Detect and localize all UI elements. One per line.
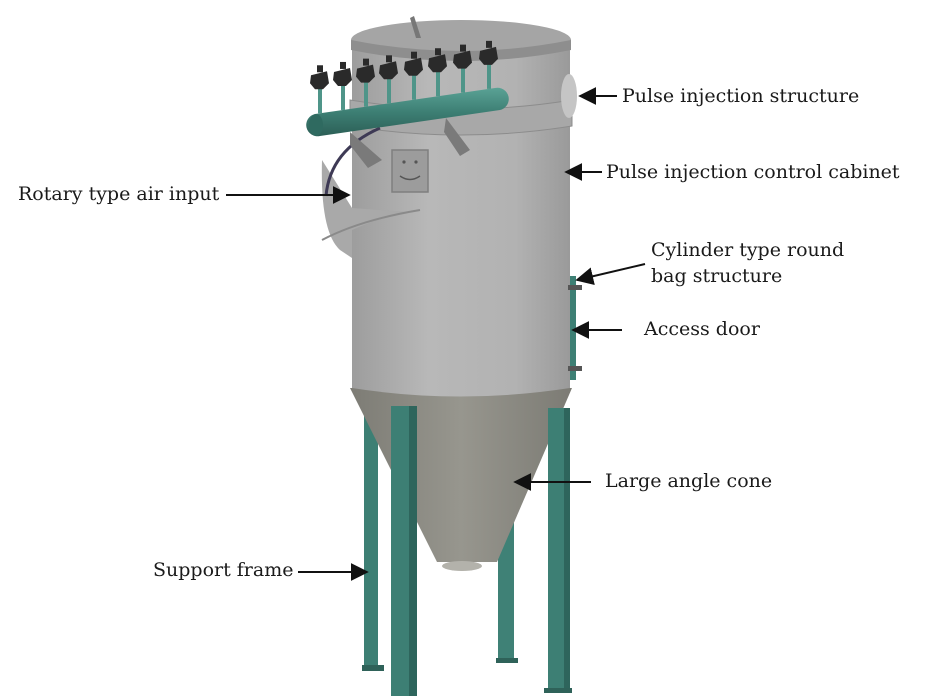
label-control-cabinet: Pulse injection control cabinet	[566, 161, 900, 183]
valve-cap	[460, 45, 466, 52]
label-cylinder-bag: Cylinder type round bag structure	[577, 239, 844, 287]
access-door-label: Access door	[643, 318, 761, 340]
valve-cap	[386, 55, 392, 62]
large-angle-cone-label: Large angle cone	[605, 470, 772, 492]
valve-stem	[364, 81, 368, 107]
valve-head	[333, 68, 352, 86]
pulse-injection-structure-label: Pulse injection structure	[622, 85, 859, 107]
valve-stem	[318, 87, 322, 113]
cylinder-bag-label-line2: bag structure	[651, 265, 782, 287]
valve-cap	[317, 65, 323, 72]
pulse-control-box	[392, 150, 428, 192]
rotary-air-input-label: Rotary type air input	[18, 183, 220, 205]
valve-cap	[486, 41, 492, 48]
valve-stem	[436, 70, 440, 96]
valve-head	[310, 71, 329, 89]
valve-stem	[387, 77, 391, 103]
control-cabinet-label: Pulse injection control cabinet	[606, 161, 900, 183]
support-frame-label: Support frame	[153, 559, 293, 581]
valve-stem	[461, 67, 465, 93]
valve-stem	[487, 63, 491, 89]
valve-cap	[435, 48, 441, 55]
label-pulse-injection-structure: Pulse injection structure	[580, 85, 859, 107]
valve-stem	[341, 84, 345, 110]
large-angle-cone	[350, 388, 572, 571]
valve-cap	[340, 62, 346, 69]
cylinder-bag-label-line1: Cylinder type round	[651, 239, 844, 261]
valve-cap	[363, 59, 369, 66]
valve-cap	[411, 52, 417, 59]
label-access-door: Access door	[573, 318, 761, 340]
label-rotary-air-input: Rotary type air input	[18, 183, 349, 205]
access-door	[568, 276, 582, 380]
label-support-frame: Support frame	[153, 559, 367, 581]
valve-stem	[412, 74, 416, 100]
